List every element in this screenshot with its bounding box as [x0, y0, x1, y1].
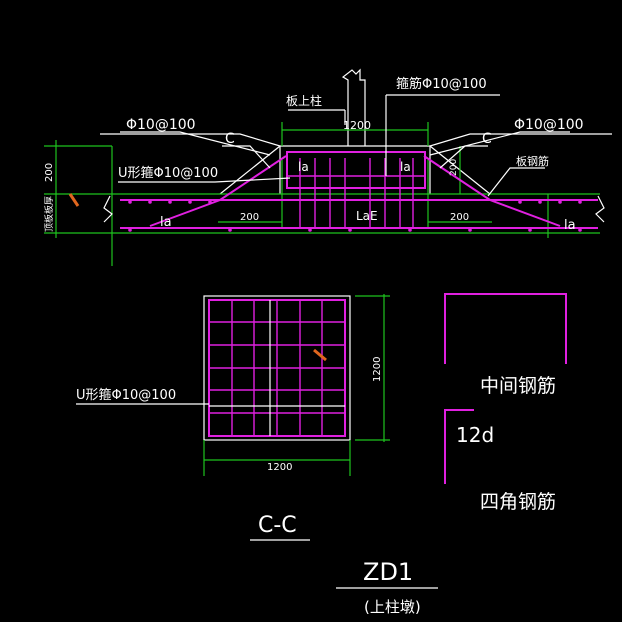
right-rebar-label: Φ10@100 [514, 117, 584, 133]
right-c-leader [439, 145, 488, 169]
lae-center: LaE [356, 209, 378, 223]
rebar-dot [128, 200, 132, 204]
dim-section-height-label: 1200 [372, 357, 383, 382]
u-stirrup-leader [118, 177, 291, 183]
dim-200-left-label: 200 [240, 212, 259, 223]
section-outline [203, 295, 351, 441]
right-c-label: C [482, 131, 492, 147]
u-stirrup-label: U形箍Φ10@100 [118, 165, 218, 181]
left-rebar-label: Φ10@100 [126, 117, 196, 133]
middle-rebar-shape [444, 293, 567, 364]
rebar-dot [528, 228, 532, 232]
rebar-dot [558, 200, 562, 204]
section-u-stirrup-label: U形箍Φ10@100 [76, 387, 176, 403]
dim-200-right-label: 200 [450, 212, 469, 223]
bent-bar-right [423, 155, 561, 227]
la-right-top: la [400, 160, 411, 174]
dim-column-width-label: 1200 [343, 119, 371, 132]
rebar-dot [578, 200, 582, 204]
column-break-symbol [341, 68, 366, 98]
section-grid [209, 300, 345, 436]
section-mark [313, 348, 327, 362]
rebar-dot [538, 200, 542, 204]
rebar-dot [188, 200, 192, 204]
left-c-leader [222, 145, 271, 169]
dim-vertical-right-label: 200 [449, 159, 459, 176]
rebar-dot [208, 200, 212, 204]
rebar-dot [518, 200, 522, 204]
la-left-bottom: la [160, 215, 172, 230]
middle-rebar-label: 中间钢筋 [480, 375, 556, 397]
rebar-dot [408, 228, 412, 232]
rebar-details: 中间钢筋 12d 四角钢筋 [444, 293, 567, 513]
rebar-dot [228, 228, 232, 232]
dim-section-width-label: 1200 [267, 462, 292, 473]
elevation-view: 箍筋Φ10@100 板上柱 1200 Φ10@100 Φ10@100 C C U… [43, 68, 612, 266]
pier-outline [100, 133, 612, 147]
rebar-dot [308, 228, 312, 232]
haunch-left [219, 145, 281, 195]
bent-bar-left [149, 155, 287, 227]
rebar-dot [348, 228, 352, 232]
rebar-dot [578, 228, 582, 232]
left-rebar-leader [120, 131, 271, 156]
la-left-top: la [298, 160, 309, 174]
section-cc-view: U形箍Φ10@100 1200 1200 C-C [76, 294, 390, 541]
slab-rebar-leader [487, 167, 545, 197]
pier-stirrup-box [286, 151, 426, 189]
hook-length-label: 12d [456, 423, 494, 447]
break-right [595, 195, 605, 223]
title-subtitle: (上柱墩) [364, 598, 421, 616]
dim-vertical-left-label: 200 [44, 163, 55, 182]
break-left [103, 195, 113, 223]
right-rebar-leader [429, 131, 570, 156]
la-right-bottom: la [564, 218, 576, 233]
rebar-dot [128, 228, 132, 232]
slab-thickness-label: 顶板板厚 [43, 196, 55, 232]
slab-rebar-label: 板钢筋 [516, 154, 549, 168]
corner-rebar-label: 四角钢筋 [480, 491, 556, 513]
rebar-dot [148, 200, 152, 204]
section-label: C-C [258, 513, 297, 538]
title-block: ZD1 (上柱墩) [336, 558, 438, 616]
rebar-dot [168, 200, 172, 204]
rebar-dot [468, 228, 472, 232]
stirrup-label: 箍筋Φ10@100 [396, 76, 487, 92]
corner-rebar-shape [444, 409, 474, 484]
left-c-label: C [225, 131, 235, 147]
title-name: ZD1 [363, 558, 413, 586]
section-mark-left [68, 193, 80, 207]
column-label: 板上柱 [286, 93, 322, 108]
